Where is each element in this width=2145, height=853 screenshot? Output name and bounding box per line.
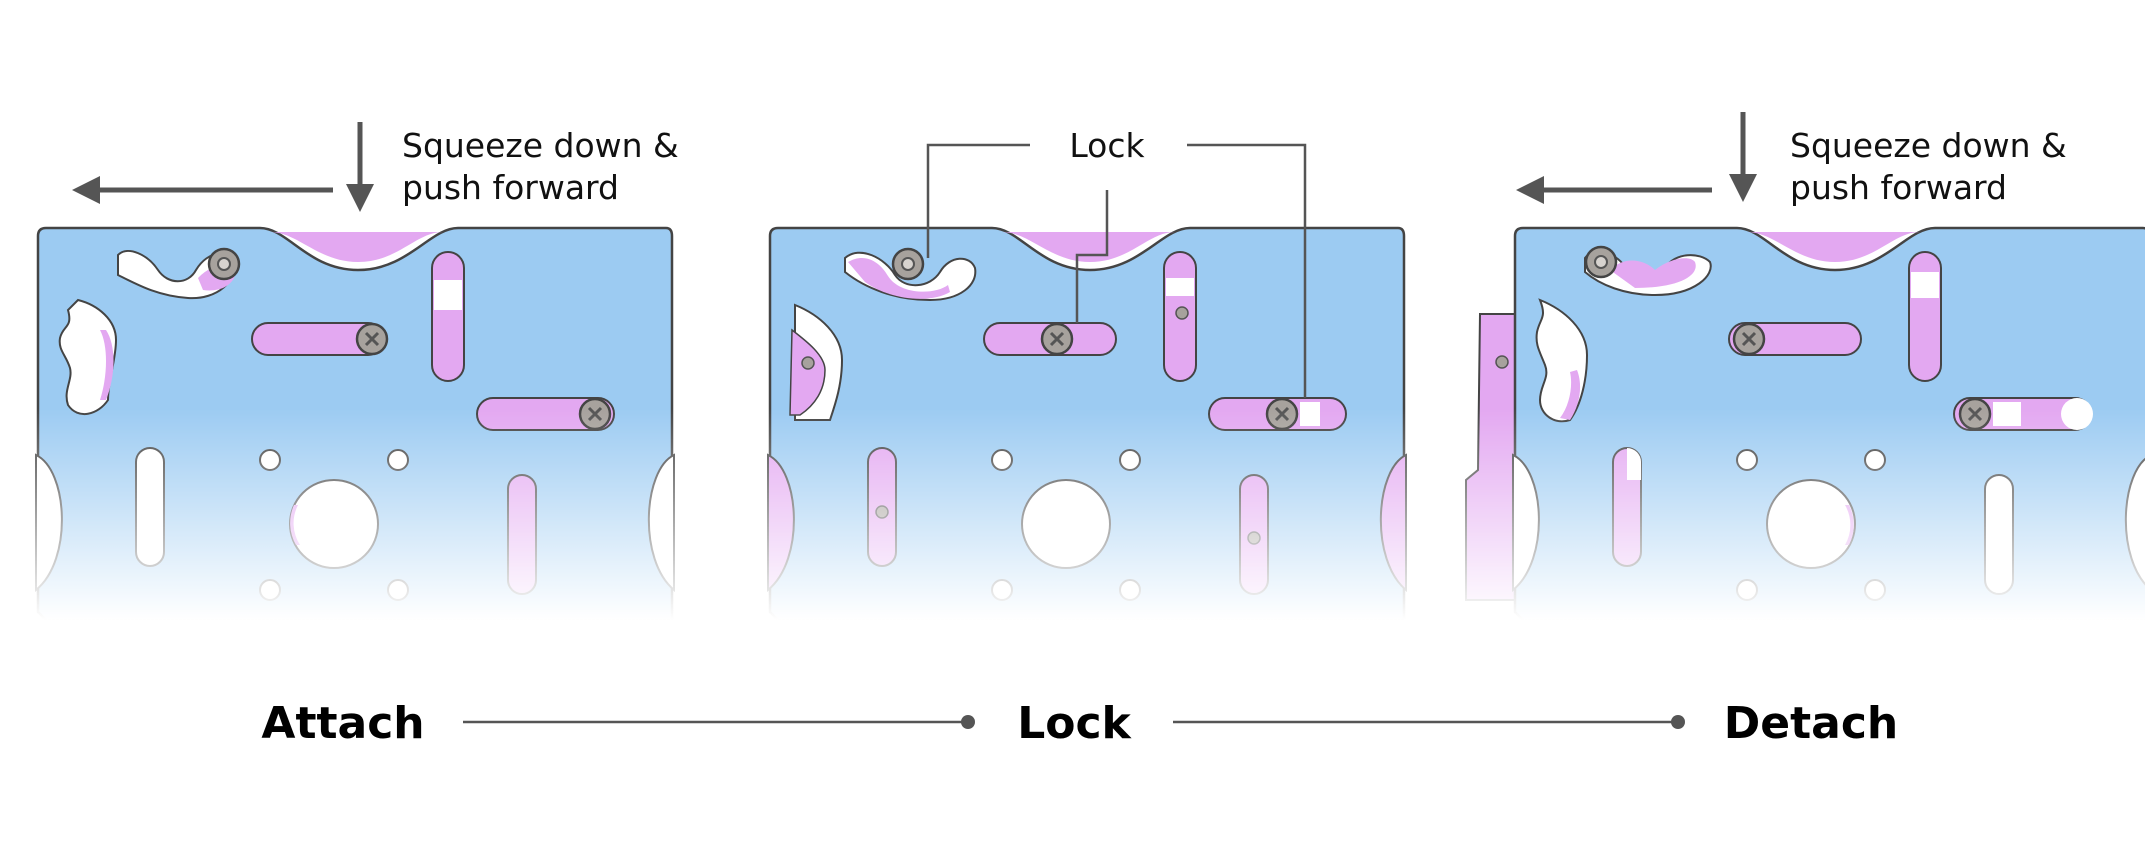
detach-squeeze-arrow bbox=[1729, 112, 1757, 202]
timeline-dot-2 bbox=[1671, 715, 1685, 729]
lock-panel bbox=[767, 226, 1407, 622]
timeline-dot-1 bbox=[961, 715, 975, 729]
detach-instruction-line-2: push forward bbox=[1790, 168, 2007, 207]
step-timeline: Attach Lock Detach bbox=[261, 698, 1898, 749]
detach-push-arrow bbox=[1516, 176, 1712, 204]
attach-squeeze-arrow bbox=[346, 122, 374, 212]
lock-callout-lines bbox=[926, 143, 1307, 398]
step-detach-label: Detach bbox=[1724, 698, 1899, 749]
step-lock-label: Lock bbox=[1017, 698, 1132, 749]
attach-instruction-line-2: push forward bbox=[402, 168, 619, 207]
lock-callout-label: Lock bbox=[1069, 126, 1145, 165]
detach-instruction-line-1: Squeeze down & bbox=[1790, 126, 2067, 165]
attach-push-arrow bbox=[72, 176, 333, 204]
detach-panel bbox=[1465, 226, 2145, 622]
attach-instruction-line-1: Squeeze down & bbox=[402, 126, 679, 165]
step-attach-label: Attach bbox=[261, 698, 424, 749]
attach-panel bbox=[35, 226, 675, 622]
